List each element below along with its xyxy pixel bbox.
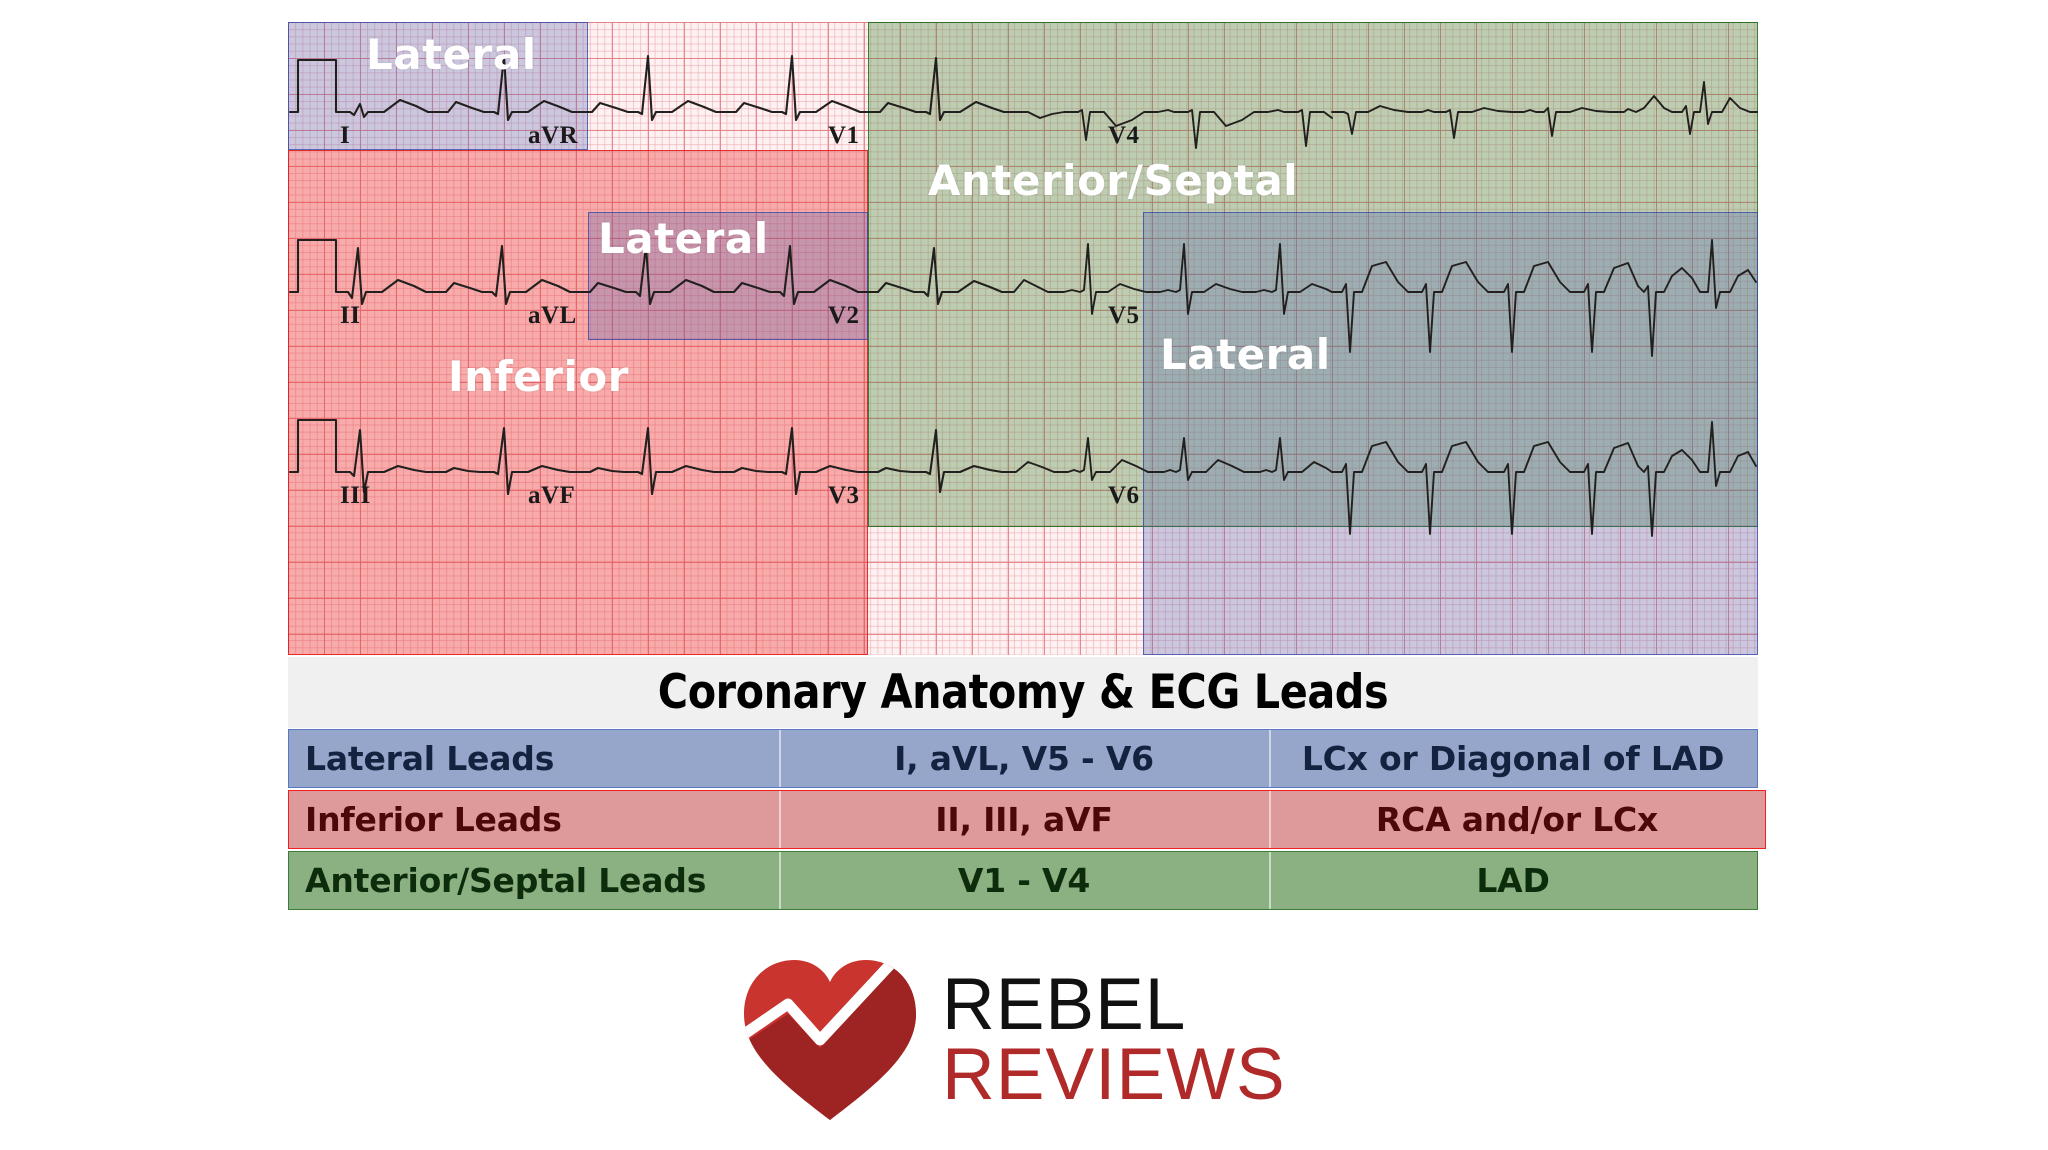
column-separator xyxy=(1269,791,1271,848)
cell-leads: V1 - V4 xyxy=(957,861,1091,900)
column-separator xyxy=(779,852,781,909)
heart-ekg-icon xyxy=(744,960,916,1120)
logo-wordmark: REBEL REVIEWS xyxy=(942,964,1286,1115)
logo-word-reviews: REVIEWS xyxy=(942,1033,1286,1115)
coronary-lead-table: Lateral Leads I, aVL, V5 - V6 LCx or Dia… xyxy=(288,729,1766,912)
cell-artery: RCA and/or LCx xyxy=(1375,800,1659,839)
cell-leads: II, III, aVF xyxy=(935,800,1113,839)
cell-leads: I, aVL, V5 - V6 xyxy=(894,739,1154,778)
column-separator xyxy=(779,730,781,787)
zone-lateral-limb xyxy=(288,22,588,150)
cell-region: Inferior Leads xyxy=(305,800,562,839)
chart-title-band: Coronary Anatomy & ECG Leads xyxy=(288,657,1758,728)
zone-lateral-precordial xyxy=(1143,212,1758,655)
logo-word-rebel: REBEL xyxy=(942,964,1187,1046)
column-separator xyxy=(1269,852,1271,909)
zone-lateral-avl xyxy=(588,212,868,340)
page-title: Coronary Anatomy & ECG Leads xyxy=(657,665,1389,720)
cell-region: Anterior/Septal Leads xyxy=(305,861,707,900)
column-separator xyxy=(1269,730,1271,787)
table-row: Inferior Leads II, III, aVF RCA and/or L… xyxy=(288,790,1766,849)
rebel-reviews-logo: REBEL REVIEWS xyxy=(740,952,1310,1127)
cell-region: Lateral Leads xyxy=(305,739,555,778)
ecg-strip-panel: Lateral Inferior Lateral Anterior/Septal… xyxy=(288,22,1758,655)
zone-inferior xyxy=(288,150,868,655)
table-row: Lateral Leads I, aVL, V5 - V6 LCx or Dia… xyxy=(288,729,1758,788)
table-row: Anterior/Septal Leads V1 - V4 LAD xyxy=(288,851,1758,910)
cell-artery: LCx or Diagonal of LAD xyxy=(1301,739,1725,778)
cell-artery: LAD xyxy=(1476,861,1550,900)
column-separator xyxy=(779,791,781,848)
